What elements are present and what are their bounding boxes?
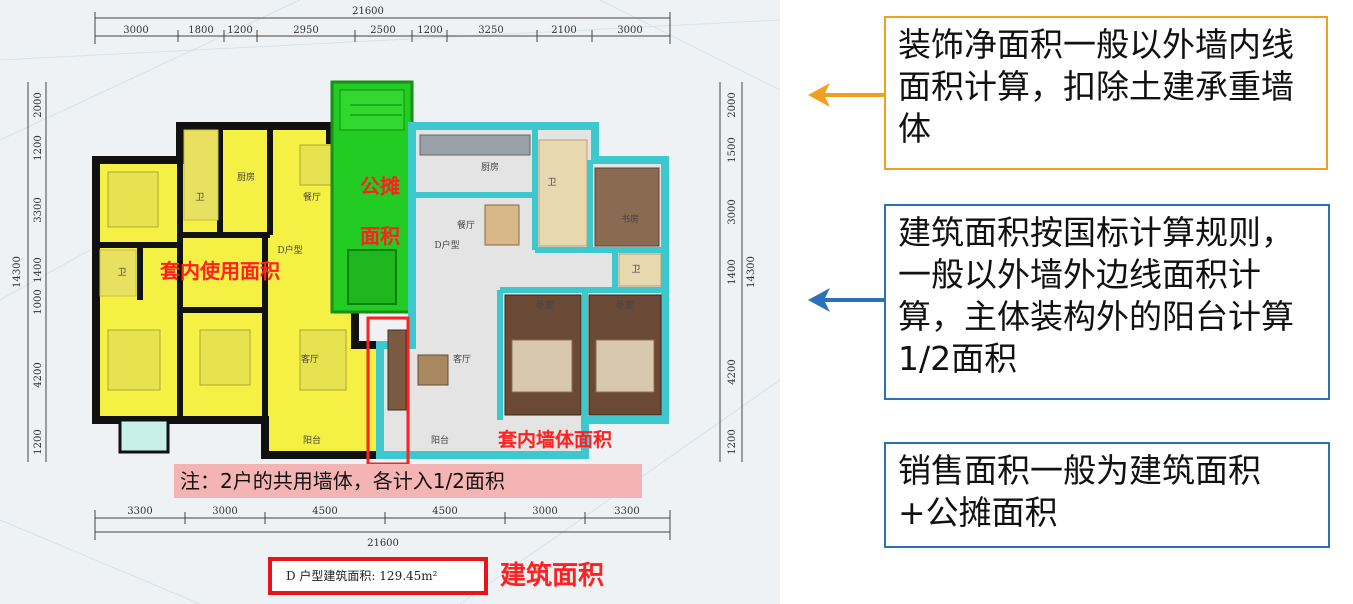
room-label-bath-left-2: 卫	[117, 268, 126, 278]
sales-area-box: 销售面积一般为建筑面积+公摊面积	[884, 442, 1330, 548]
orange-arrow	[808, 83, 884, 107]
bottom-dimension-lines	[94, 510, 671, 540]
top-dim-6: 1200	[417, 25, 442, 36]
top-dim-1: 3000	[123, 25, 148, 36]
room-label-balcony-right: 阳台	[431, 434, 449, 446]
right-dim-2: 1500	[727, 137, 738, 162]
bottom-dim-1: 3300	[127, 506, 152, 517]
room-label-living-left: 客厅	[301, 353, 319, 365]
top-total-dimension: 21600	[352, 6, 384, 17]
room-label-balcony-left: 阳台	[303, 434, 321, 446]
blue-arrow-head-icon	[808, 288, 830, 312]
room-label-type-right: D户型	[434, 239, 459, 251]
bottom-total-dimension: 21600	[367, 538, 399, 549]
room-label-study-right: 书房	[621, 213, 639, 225]
top-dim-9: 3000	[617, 25, 642, 36]
left-dim-1: 2000	[33, 92, 44, 117]
room-label-dining-left: 餐厅	[303, 191, 321, 203]
bottom-dim-6: 3300	[614, 506, 639, 517]
top-dim-8: 2100	[551, 25, 576, 36]
right-dim-3: 3000	[727, 199, 738, 224]
shared-wall-note: 注：2户的共用墙体，各计入1/2面积	[174, 464, 642, 498]
room-label-bath-right-2: 卫	[631, 265, 640, 275]
room-label-bedroom-right-2: 卧室	[616, 299, 634, 311]
bottom-dim-3: 4500	[312, 506, 337, 517]
floor-plan-panel: 21600 3000 1800 1200 2950 2500 1200 3250…	[0, 0, 780, 604]
left-dim-2: 1200	[33, 135, 44, 160]
right-unit-plan	[376, 122, 669, 459]
top-dim-3: 1200	[227, 25, 252, 36]
left-total-dimension: 14300	[12, 256, 23, 288]
left-unit-inner-use-area	[92, 122, 384, 459]
room-label-living-right: 客厅	[453, 353, 471, 365]
shared-area-label-line2: 面积	[360, 224, 400, 248]
bottom-dim-2: 3000	[212, 506, 237, 517]
top-dim-7: 3250	[478, 25, 503, 36]
right-total-dimension: 14300	[746, 256, 757, 288]
left-dim-7: 1200	[33, 429, 44, 454]
orange-arrow-head-icon	[808, 83, 830, 107]
right-dim-4: 1400	[727, 259, 738, 284]
building-area-rule-box: 建筑面积按国标计算规则，一般以外墙外边线面积计算，主体装构外的阳台计算1/2面积	[884, 204, 1330, 400]
shared-area-label-line1: 公摊	[360, 174, 400, 198]
top-dim-2: 1800	[188, 25, 213, 36]
room-label-bedroom-right-1: 卧室	[536, 299, 554, 311]
left-dim-6: 4200	[33, 362, 44, 387]
top-dim-5: 2500	[370, 25, 395, 36]
bottom-dim-5: 3000	[532, 506, 557, 517]
right-dimension-lines	[719, 82, 743, 462]
left-dimension-lines	[27, 82, 47, 462]
room-label-kitchen-left: 厨房	[237, 171, 255, 183]
left-dim-5: 1000	[33, 289, 44, 314]
right-dim-1: 2000	[727, 92, 738, 117]
bottom-dim-4: 4500	[432, 506, 457, 517]
inner-use-area-label: 套内使用面积	[160, 259, 280, 283]
unit-area-box: D 户型建筑面积: 129.45m²	[268, 557, 488, 595]
right-dim-5: 4200	[727, 359, 738, 384]
left-dim-3: 3300	[33, 197, 44, 222]
top-dim-4: 2950	[293, 25, 318, 36]
room-label-dining-right: 餐厅	[457, 219, 475, 231]
room-label-bath-right-1: 卫	[547, 178, 556, 188]
building-area-label: 建筑面积	[500, 561, 605, 591]
inner-wall-area-label: 套内墙体面积	[497, 428, 612, 451]
room-label-type-left: D户型	[277, 244, 302, 256]
top-dimension-lines	[94, 12, 671, 44]
right-dim-6: 1200	[727, 429, 738, 454]
floor-plan-drawing: 21600 3000 1800 1200 2950 2500 1200 3250…	[0, 0, 780, 604]
decoration-net-area-box: 装饰净面积一般以外墙内线面积计算，扣除土建承重墙体	[884, 16, 1328, 170]
left-dim-4: 1400	[33, 257, 44, 282]
shared-core-area	[330, 80, 414, 314]
blue-arrow	[808, 288, 884, 312]
room-label-kitchen-right: 厨房	[481, 161, 499, 173]
room-label-bath-left-1: 卫	[195, 193, 204, 203]
